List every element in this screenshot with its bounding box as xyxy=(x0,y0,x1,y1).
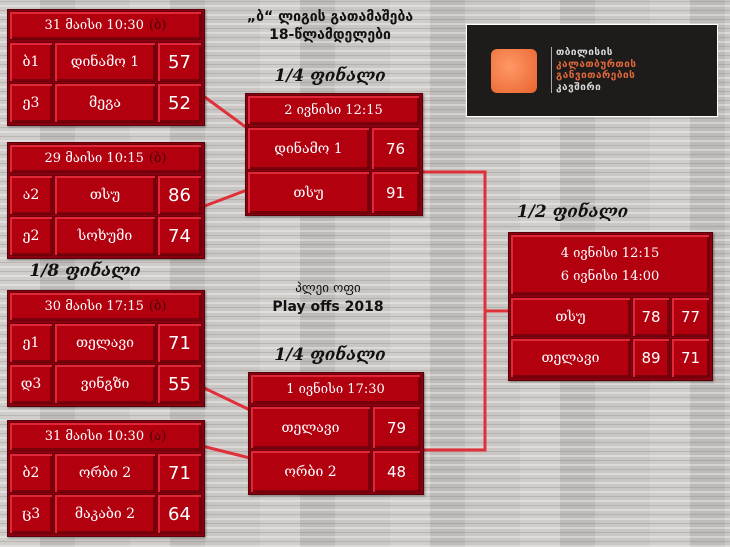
connector-line xyxy=(201,188,248,209)
group-label: (ა) xyxy=(149,429,167,444)
match-header: 30 მაისი 17:15 (ბ) xyxy=(9,292,202,321)
group-label: (ბ) xyxy=(148,18,167,33)
team-score-game-1: 89 xyxy=(632,338,670,378)
team-seed: ბ2 xyxy=(9,453,53,493)
connector-line xyxy=(201,93,248,130)
team-score-game-2: 71 xyxy=(671,338,710,378)
playoff-english: Play offs 2018 xyxy=(272,299,384,315)
team-score: 64 xyxy=(157,494,202,534)
team-score: 74 xyxy=(157,216,202,256)
team-seed: ა2 xyxy=(9,175,53,215)
team-name: თსუ xyxy=(247,171,370,214)
team-name: ვინგზი xyxy=(54,364,156,404)
team-seed: ე3 xyxy=(9,83,53,123)
team-name: თელავი xyxy=(510,338,631,378)
team-score: 48 xyxy=(372,450,421,493)
match-date: 29 მაისი 10:15 xyxy=(44,151,144,166)
team-score: 91 xyxy=(371,171,420,214)
team-score-game-2: 77 xyxy=(671,297,710,337)
team-seed: ე1 xyxy=(9,323,53,363)
match-date: 6 ივნისი 14:00 xyxy=(560,268,660,284)
team-score: 76 xyxy=(371,127,420,170)
team-seed: ც3 xyxy=(9,494,53,534)
team-name: თელავი xyxy=(250,406,371,449)
match-header: 31 მაისი 10:30 (ა) xyxy=(9,422,202,451)
stage-label-r16: 1/8 ფინალი xyxy=(29,261,141,281)
team-score: 71 xyxy=(157,323,202,363)
match-header: 1 ივნისი 17:30 xyxy=(250,374,421,404)
match-header: 2 ივნისი 12:15 xyxy=(247,95,420,125)
match-date: 30 მაისი 17:15 xyxy=(44,299,144,314)
stage-label-sf: 1/2 ფინალი xyxy=(516,202,629,222)
team-name: მაკაბი 2 xyxy=(54,494,156,534)
basketball-logo-icon xyxy=(491,49,537,93)
title-line-2: 18-წლამდელები xyxy=(269,27,391,43)
team-name: სოხუმი xyxy=(54,216,156,256)
stage-label-qf-bottom: 1/4 ფინალი xyxy=(274,345,386,365)
title-line-1: „ბ“ ლიგის გათამაშება xyxy=(246,9,414,25)
match-header: 29 მაისი 10:15 (ბ) xyxy=(9,144,202,173)
team-name: თსუ xyxy=(510,297,631,337)
group-label: (ბ) xyxy=(148,151,167,166)
logo-text-line: კავშირი xyxy=(556,81,602,93)
team-name: თსუ xyxy=(54,175,156,215)
team-seed: ე2 xyxy=(9,216,53,256)
team-name: თელავი xyxy=(54,323,156,363)
team-name: ორბი 2 xyxy=(54,453,156,493)
team-score-game-1: 78 xyxy=(632,297,670,337)
team-score: 71 xyxy=(157,453,202,493)
logo-text-line: კალათბურთის xyxy=(556,58,637,70)
connector-line xyxy=(201,385,251,412)
connector-line xyxy=(201,444,251,460)
team-name: ორბი 2 xyxy=(250,450,371,493)
team-name: დინამო 1 xyxy=(247,127,370,170)
group-label: (ბ) xyxy=(148,299,167,314)
team-name: დინამო 1 xyxy=(54,42,156,82)
team-seed: ბ1 xyxy=(9,42,53,82)
match-date: 31 მაისი 10:30 xyxy=(44,18,144,33)
playoff-label: პლეი ოფი Play offs 2018 xyxy=(258,280,398,316)
match-date: 4 ივნისი 12:15 xyxy=(560,245,660,261)
team-seed: დ3 xyxy=(9,364,53,404)
team-name: მეგა xyxy=(54,83,156,123)
connector-line xyxy=(420,170,487,452)
team-score: 57 xyxy=(157,42,202,82)
team-score: 52 xyxy=(157,83,202,123)
logo-text-line: თბილისის xyxy=(556,47,613,58)
match-date: 31 მაისი 10:30 xyxy=(44,429,145,444)
playoff-georgian: პლეი ოფი xyxy=(295,281,361,296)
page-title: „ბ“ ლიგის გათამაშება 18-წლამდელები xyxy=(240,8,420,44)
team-score: 55 xyxy=(157,364,202,404)
stage-label-qf-top: 1/4 ფინალი xyxy=(274,66,386,86)
team-score: 86 xyxy=(157,175,202,215)
match-header: 31 მაისი 10:30 (ბ) xyxy=(9,11,202,40)
team-score: 79 xyxy=(372,406,421,449)
match-header: 4 ივნისი 12:15 6 ივნისი 14:00 xyxy=(510,234,710,295)
logo-text-line: განვითარების xyxy=(556,70,636,81)
